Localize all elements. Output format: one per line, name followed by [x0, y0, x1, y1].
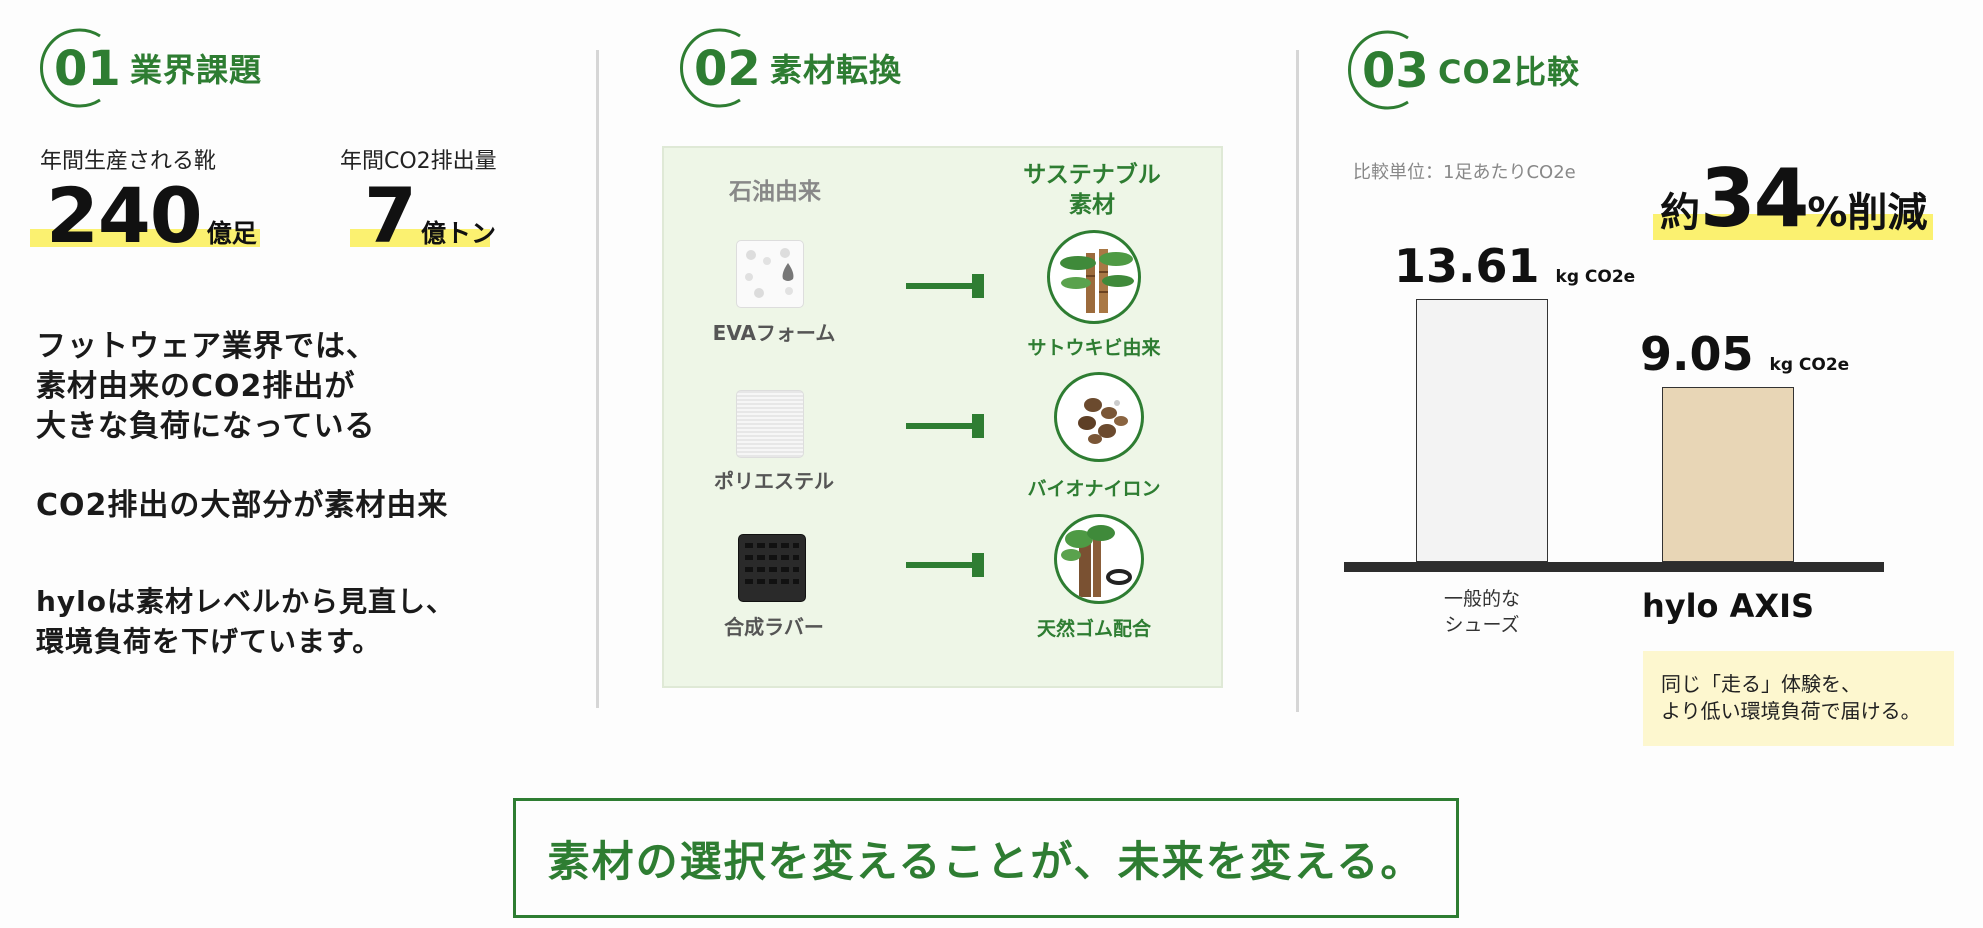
text-line: フットウェア業界では、 [36, 329, 377, 364]
industry-paragraph-1: フットウェア業界では、 素材由来のCO2排出が 大きな負荷になっている [36, 327, 377, 447]
section-title: 素材転換 [770, 51, 903, 89]
sugarcane-icon [1047, 230, 1141, 324]
eva-foam-icon [736, 240, 804, 308]
section-number: 03 [1362, 43, 1429, 99]
tagline: 素材の選択を変えることが、未来を変える。 [547, 836, 1425, 886]
synthetic-rubber-icon [738, 534, 806, 602]
section-title: CO2比較 [1438, 53, 1580, 91]
stat-shoes-unit: 億足 [206, 219, 257, 248]
section-header-03: 03 CO2比較 [1336, 30, 1580, 110]
text-line: hylo AXIS [1641, 587, 1815, 625]
fossil-label: 合成ラバー [724, 615, 824, 639]
polyester-icon [736, 390, 804, 458]
chart-baseline [1344, 562, 1884, 572]
bar-generic-shoes [1416, 298, 1548, 562]
text-line: より低い環境負荷で届ける。 [1661, 699, 1921, 723]
sustainable-header: サステナブル 素材 [992, 160, 1192, 220]
section-number-arc [40, 28, 101, 108]
stat-shoes: 240 億足 [46, 176, 257, 256]
stat-co2-value: 7 [364, 171, 417, 260]
conversion-arrow [906, 414, 984, 438]
reduction-value: 34 [1700, 152, 1809, 245]
section-number: 02 [694, 41, 761, 97]
conversion-arrow [906, 274, 984, 298]
reduction-prefix: 約 [1660, 190, 1700, 236]
text-line: サステナブル [1023, 162, 1161, 188]
fossil-header: 石油由来 [729, 179, 821, 205]
natural-rubber-icon [1054, 514, 1144, 604]
bio-nylon-icon [1054, 372, 1144, 462]
sustainable-label: サトウキビ由来 [1027, 337, 1161, 359]
section-title: 業界課題 [130, 51, 263, 89]
text-line: 素材 [1069, 192, 1115, 218]
comparison-unit-note: 比較単位：1足あたりCO2e [1353, 162, 1576, 183]
reduction-callout: 約34%削減 [1660, 152, 1927, 245]
text-line: hyloは素材レベルから見直し、 [36, 585, 456, 618]
category-label: hylo AXIS [1628, 588, 1828, 624]
section-number-arc [680, 28, 741, 108]
conversion-arrow [906, 553, 984, 577]
text-line: 同じ「走る」体験を、 [1661, 672, 1861, 696]
text-line: 一般的な [1443, 588, 1520, 610]
sustainable-label: 天然ゴム配合 [1036, 618, 1151, 640]
bar-value: 13.61 [1394, 238, 1540, 293]
fossil-label: EVAフォーム [712, 321, 836, 345]
text-line: 素材由来のCO2排出が [36, 369, 356, 404]
category-label: 一般的な シューズ [1382, 586, 1582, 638]
bar-value-unit: kg CO2e [1769, 354, 1850, 375]
stat-shoes-value: 240 [46, 171, 203, 260]
divider [1296, 50, 1299, 712]
stat-shoes-highlight [30, 229, 260, 247]
stat-co2-label: 年間CO2排出量 [340, 149, 497, 174]
reduction-highlight [1653, 214, 1933, 240]
fossil-label: ポリエステル [714, 469, 834, 493]
reduction-suffix: %削減 [1807, 190, 1928, 236]
bar-value-label: 9.05 kg CO2e [1640, 329, 1849, 390]
text-line: 環境負荷を下げています。 [36, 625, 382, 658]
sustainable-label: バイオナイロン [1027, 478, 1161, 500]
section-number: 01 [54, 41, 121, 97]
text-line: シューズ [1444, 614, 1520, 636]
co2-bar-chart: 13.61 kg CO2e 9.05 kg CO2e 一般的な シューズ hyl… [1344, 170, 1884, 650]
section-number-arc [1348, 30, 1409, 110]
section-header-02: 02 素材転換 [668, 28, 902, 108]
stat-co2: 7 億トン [364, 176, 496, 256]
section-header-01: 01 業界課題 [28, 28, 262, 108]
bar-value: 9.05 [1640, 326, 1754, 381]
industry-paragraph-3: hyloは素材レベルから見直し、 環境負荷を下げています。 [36, 582, 455, 662]
stat-co2-unit: 億トン [420, 219, 496, 248]
bar-hylo-axis [1662, 386, 1794, 562]
tagline-box: 素材の選択を変えることが、未来を変える。 [513, 798, 1459, 918]
industry-paragraph-2: CO2排出の大部分が素材由来 [36, 488, 449, 523]
bar-value-unit: kg CO2e [1555, 266, 1636, 287]
divider [596, 50, 599, 708]
text-line: 大きな負荷になっている [36, 409, 376, 444]
stat-shoes-label: 年間生産される靴 [40, 149, 217, 174]
comparison-message: 同じ「走る」体験を、 より低い環境負荷で届ける。 [1643, 651, 1954, 746]
stat-co2-highlight [350, 229, 490, 247]
bar-value-label: 13.61 kg CO2e [1394, 241, 1635, 302]
